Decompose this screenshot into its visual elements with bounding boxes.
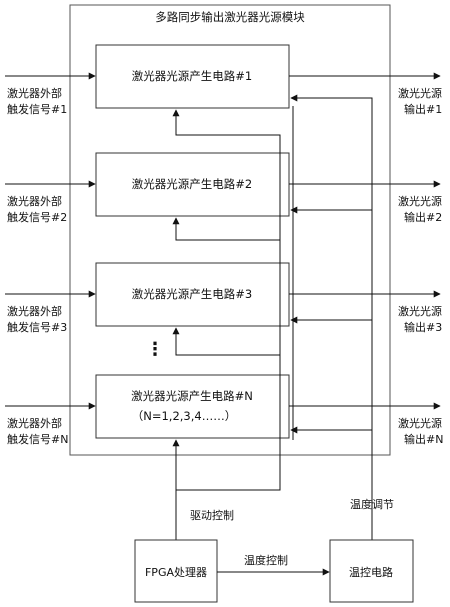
input-label-1a: 激光器外部 <box>7 86 62 100</box>
fpga-box <box>134 539 218 603</box>
circuit-label-1: 激光器光源产生电路#1 <box>132 69 252 83</box>
output-label-3b: 输出#3 <box>404 320 442 334</box>
output-label-1a: 激光光源 <box>398 86 442 100</box>
output-label-3a: 激光光源 <box>398 304 442 318</box>
circuit-box-2 <box>95 152 290 217</box>
temp-control-label: 温度控制 <box>244 553 288 567</box>
temp-adjust-bus <box>290 94 373 540</box>
temp-circuit-label: 温控电路 <box>349 565 393 579</box>
output-label-1b: 输出#1 <box>404 102 442 116</box>
input-label-3b: 触发信号#3 <box>7 320 67 334</box>
module-frame <box>69 4 391 456</box>
output-label-2b: 输出#2 <box>404 210 442 224</box>
input-label-na: 激光器外部 <box>7 416 62 430</box>
ellipsis-mark: ⋮ <box>146 339 164 360</box>
drive-control-bus <box>172 109 281 540</box>
fpga-label: FPGA处理器 <box>145 566 207 579</box>
circuit-label-3: 激光器光源产生电路#3 <box>132 287 252 301</box>
circuit-box-n <box>95 374 290 439</box>
input-label-2b: 触发信号#2 <box>7 210 67 224</box>
output-label-na: 激光光源 <box>398 416 442 430</box>
output-label-nb: 输出#N <box>404 432 443 446</box>
circuit-label-2: 激光器光源产生电路#2 <box>132 177 252 191</box>
drive-control-label: 驱动控制 <box>190 508 234 522</box>
input-label-2a: 激光器外部 <box>7 194 62 208</box>
circuit-box-1 <box>95 44 290 109</box>
temp-circuit-box <box>329 539 414 603</box>
module-title: 多路同步输出激光器光源模块 <box>155 10 305 24</box>
circuit-label-n: 激光器光源产生电路#N <box>131 389 253 403</box>
output-label-2a: 激光光源 <box>398 194 442 208</box>
input-label-3a: 激光器外部 <box>7 304 62 318</box>
circuit-sublabel-n: （N=1,2,3,4……） <box>132 409 236 423</box>
input-label-nb: 触发信号#N <box>7 432 68 446</box>
input-label-1b: 触发信号#1 <box>7 102 67 116</box>
temp-adjust-label: 温度调节 <box>350 497 394 511</box>
